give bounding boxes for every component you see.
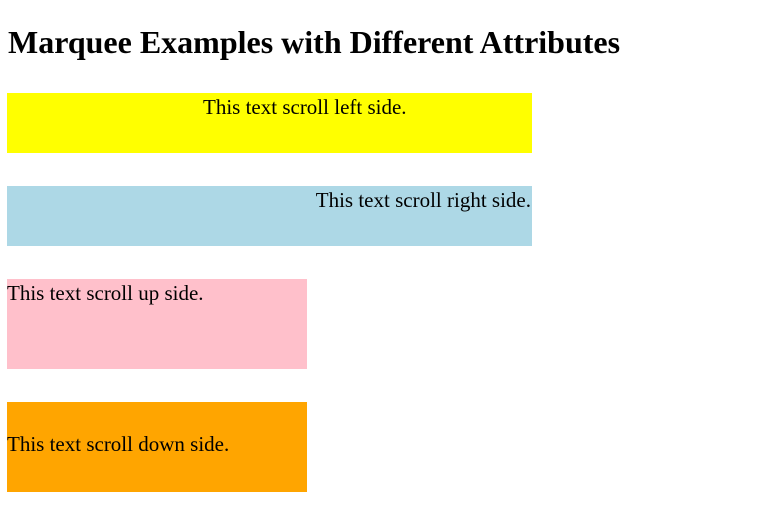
marquee-left-text: This text scroll left side. — [203, 95, 407, 119]
marquee-right: This text scroll right side. — [7, 186, 532, 246]
marquee-left: This text scroll left side. — [7, 93, 532, 153]
marquee-down: This text scroll down side. — [7, 402, 307, 492]
page-title: Marquee Examples with Different Attribut… — [8, 24, 621, 60]
marquee-up: This text scroll up side. — [7, 279, 307, 369]
marquee-down-text: This text scroll down side. — [7, 432, 230, 456]
marquee-up-text: This text scroll up side. — [7, 281, 204, 305]
marquee-right-text: This text scroll right side. — [315, 188, 531, 212]
